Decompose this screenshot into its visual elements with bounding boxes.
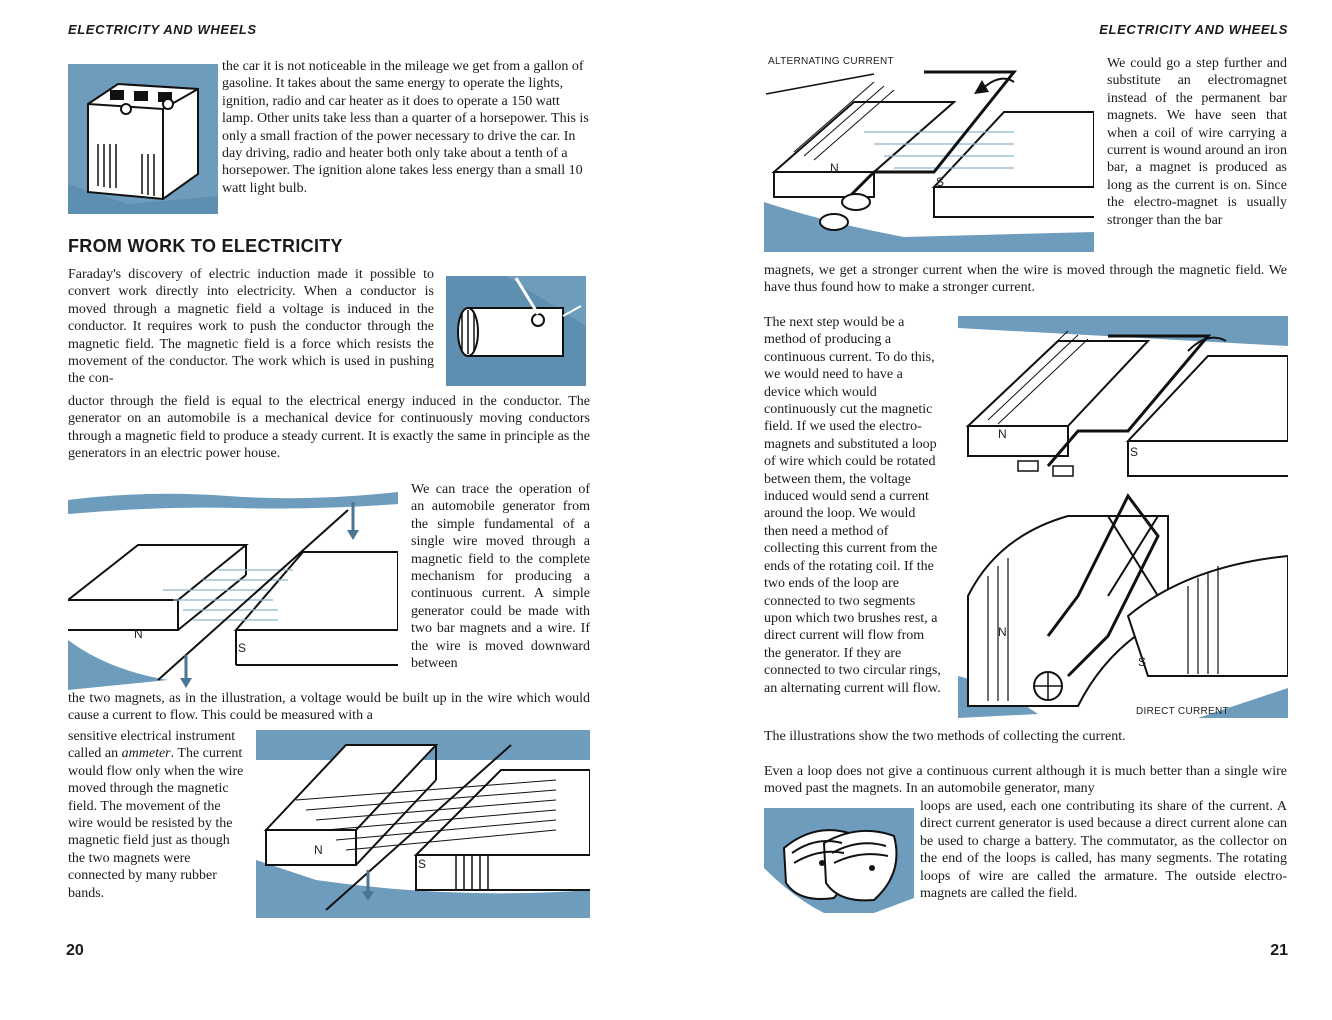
fig1-north-label: N: [134, 627, 143, 641]
dc-north-label-lower: N: [998, 625, 1007, 639]
trace-paragraph-cont: the two magnets, as in the illustration,…: [68, 691, 590, 724]
loop-paragraph-a: Even a loop does not give a continuous c…: [764, 764, 1287, 797]
page-number-left: 20: [66, 942, 84, 959]
trace-paragraph: We can trace the operation of an automob…: [411, 482, 590, 672]
cylinder-illustration: [446, 276, 586, 386]
ac-north-label: N: [830, 161, 839, 175]
loop-paragraph-b: loops are used, each one contributing it…: [920, 799, 1287, 902]
dc-label: DIRECT CURRENT: [1136, 706, 1229, 717]
armature-illustration: [764, 808, 914, 913]
induction-paragraph-b: ductor through the field is equal to the…: [68, 394, 590, 462]
battery-paragraph: the car it is not noticeable in the mile…: [222, 59, 589, 196]
running-head-right: ELECTRICITY AND WHEELS: [1099, 22, 1288, 37]
page-number-right: 21: [1270, 942, 1288, 959]
section-heading: FROM WORK TO ELECTRICITY: [68, 236, 343, 256]
dc-south-label-lower: S: [1138, 655, 1146, 669]
next-step-paragraph-cont: The illustrations show the two methods o…: [764, 729, 1126, 744]
ammeter-paragraph: sensitive electrical instrument called a…: [68, 729, 244, 901]
electromagnet-paragraph-cont: magnets, we get a stronger current when …: [764, 263, 1287, 296]
fig2-north-label: N: [314, 843, 323, 857]
induction-paragraph-a: Faraday's discovery of electric inductio…: [68, 267, 434, 387]
direct-current-figure: N S N S DIRECT CURRENT: [958, 316, 1288, 718]
battery-illustration: [68, 64, 218, 214]
ac-label: ALTERNATING CURRENT: [768, 56, 894, 67]
running-head-left: ELECTRICITY AND WHEELS: [68, 22, 257, 37]
rubber-band-figure: N S: [256, 730, 590, 918]
electromagnet-paragraph: We could go a step further and substitut…: [1107, 56, 1287, 228]
dc-south-label-upper: S: [1130, 445, 1138, 459]
ac-south-label: S: [936, 175, 944, 189]
fig2-south-label: S: [418, 857, 426, 871]
alternating-current-figure: ALTERNATING CURRENT N S: [764, 52, 1094, 252]
dc-north-label-upper: N: [998, 427, 1007, 441]
fig1-south-label: S: [238, 641, 246, 655]
single-wire-figure: N S: [68, 490, 398, 690]
next-step-paragraph: The next step would be a method of produ…: [764, 315, 941, 696]
